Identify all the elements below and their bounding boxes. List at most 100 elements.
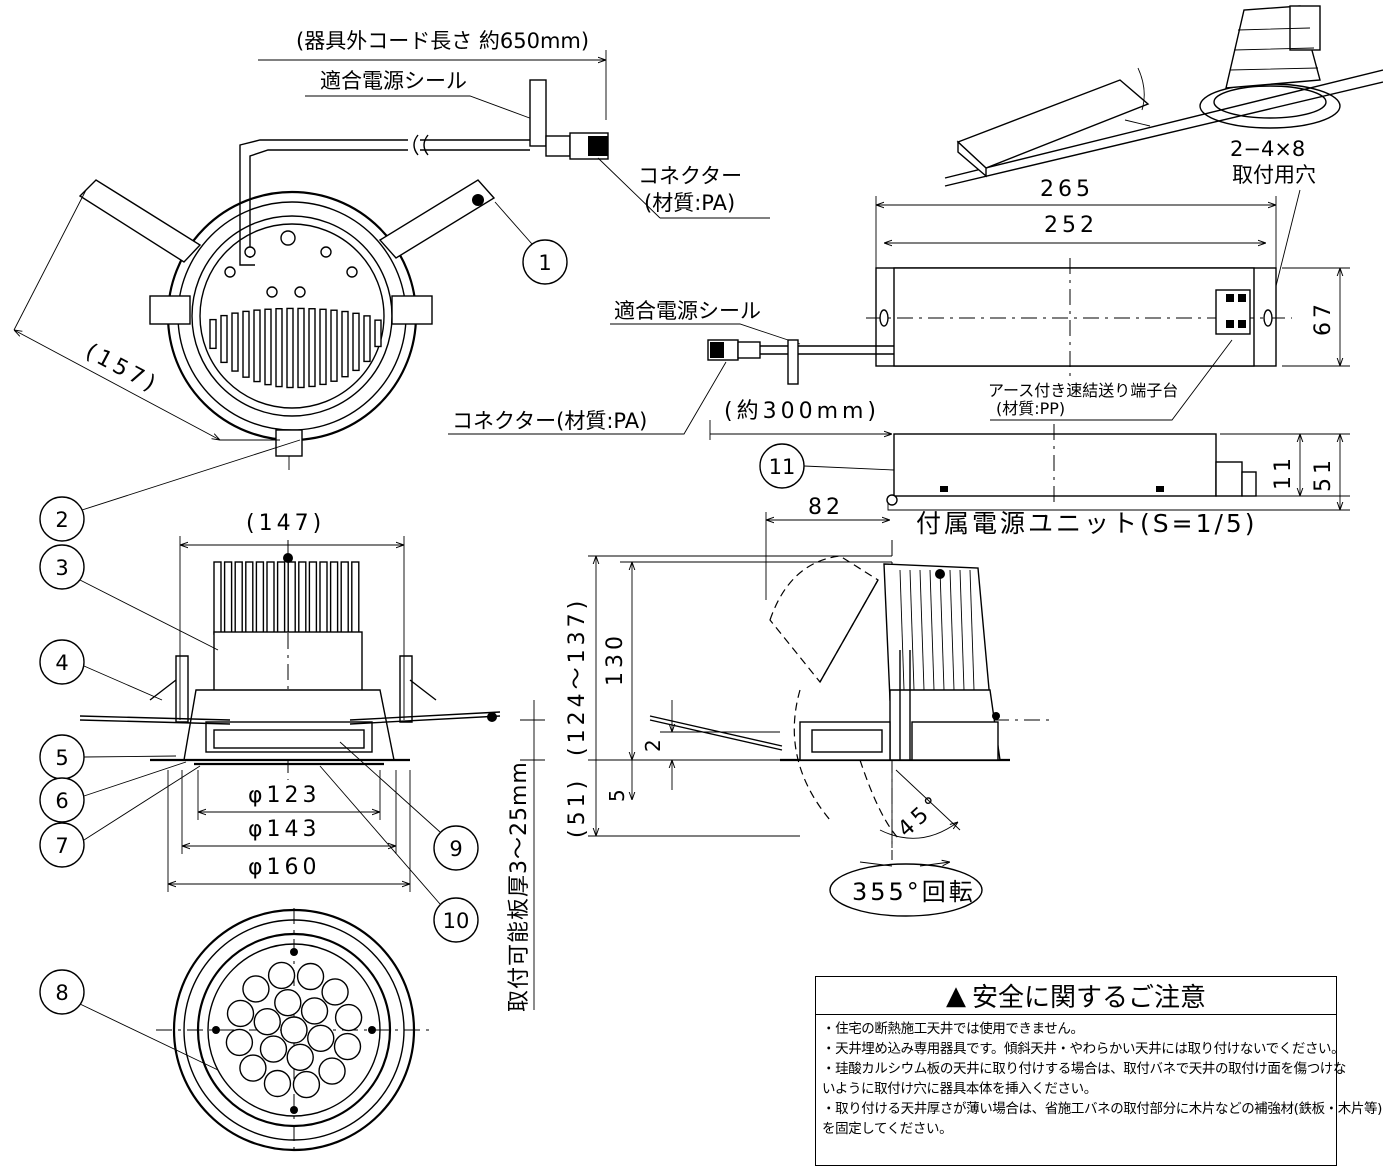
fin [374,319,382,348]
fin [352,312,360,372]
led [239,1054,267,1082]
terminal-label-2: (材質:PP) [996,399,1065,418]
balloon-6 [39,777,85,823]
dim-157: (157) [81,339,163,398]
hole-label-1: 2−4×8 [1230,137,1305,161]
warning-triangle-icon: ▲ [945,980,966,1011]
fin [329,561,339,635]
cord-length-label: (器具外コード長さ 約650mm) [296,29,589,53]
balloon-4-text: 4 [55,651,68,675]
fin [298,561,307,635]
fin [264,308,272,386]
fin [341,310,349,378]
rotation-label: 355°回転 [852,878,976,906]
safety-title-row: ▲ 安全に関するご注意 [816,977,1336,1015]
safety-list: ・住宅の断熱施工天井では使用できません。 ・天井埋め込み専用器具です。傾斜天井・… [822,1019,1382,1139]
connector-label-top: コネクター [638,164,742,188]
led [280,1016,308,1044]
fin [276,561,286,635]
ceiling-thickness-label: 取付可能板厚3〜25mm [507,761,532,1012]
balloon-3-text: 3 [55,556,68,580]
balloon-6-text: 6 [55,789,68,813]
fin [220,314,228,364]
balloon-2-text: 2 [55,508,68,532]
led [318,1057,346,1085]
safety-item: ・珪酸カルシウム板の天井に取り付けする場合は、取付バネで天井の取付け面を傷つけな [822,1061,1346,1077]
led [274,988,302,1017]
fin [319,561,328,635]
safety-title: 安全に関するご注意 [971,983,1206,1013]
led [321,978,349,1006]
dim-2: 2 [641,739,665,752]
connector-material-top: (材質:PA) [644,191,735,215]
led [226,999,255,1028]
fin [939,569,945,691]
dim-124-137: (124〜137) [565,597,590,756]
led [253,1008,281,1036]
led [307,1024,335,1052]
safety-item: ・取り付ける天井厚さが薄い場合は、省施工バネの取付部分に木片などの補強材(鉄板・… [822,1101,1382,1117]
fin [363,315,371,363]
led [334,1003,363,1032]
led [263,1069,292,1098]
fin [969,569,975,691]
balloon-10 [433,897,479,943]
fin [209,318,217,350]
led [333,1032,362,1061]
fin [909,569,915,691]
angle-45: 45° [893,790,948,843]
dim-147: (147) [246,511,325,536]
fin [351,561,360,635]
dia-143: φ143 [248,817,321,842]
balloon-11-text: 11 [769,455,796,479]
balloon-7-text: 7 [55,834,68,858]
power-unit-top: 2−4×8 取付用穴 265 252 67 適合電源シール [448,137,1350,435]
fin [223,561,233,635]
fin [929,569,935,691]
fin [253,309,261,383]
balloon-9 [433,825,479,871]
fin [245,561,254,635]
balloon-8-text: 8 [55,981,68,1005]
fin [899,569,905,691]
dim-252: 252 [1044,213,1098,238]
balloon-10-text: 10 [443,909,470,933]
terminal-label-1: アース付き速結送り端子台 [988,381,1178,400]
dim-265: 265 [1040,177,1094,202]
safety-item: いように取付け穴に器具本体を挿入ください。 [822,1081,1097,1097]
power-unit-side: (約300mm) 11 11 51 82 付属電源ユニット(S=1/5) [709,399,1350,600]
fin [231,312,239,372]
fin [340,561,349,635]
led [300,997,329,1025]
hole-label-2: 取付用穴 [1232,163,1316,187]
dim-82: 82 [808,495,844,520]
safety-item: を固定してください。 [822,1121,953,1137]
safety-item: ・住宅の断熱施工天井では使用できません。 [822,1021,1084,1037]
fin [213,561,222,635]
led [259,1035,288,1063]
dim-cord-300: (約300mm) [724,399,880,424]
fin [919,569,925,691]
dia-160: φ160 [248,855,321,880]
balloon-5-text: 5 [55,746,68,770]
led [296,962,325,991]
front-heatsink-fins [213,561,360,635]
connector-label-unit: コネクター(材質:PA) [452,409,647,433]
fin [287,561,296,635]
fin [234,561,243,635]
fin [959,569,965,691]
dia-123: φ123 [248,783,321,808]
safety-notes: ▲ 安全に関するご注意 ・住宅の断熱施工天井では使用できません。 ・天井埋め込み… [815,976,1382,1166]
led [267,961,296,990]
dim-5: 5 [605,789,629,802]
heatsink-fins [209,307,382,389]
side-view: (124〜137) 130 2 5 (51) 45 [565,540,1050,917]
fin [308,308,316,388]
balloon-2 [39,496,85,542]
fin [266,561,275,635]
dim-67: 67 [1311,300,1336,336]
balloon-3 [39,544,85,590]
dim-130: 130 [603,632,628,686]
led [286,1043,314,1072]
